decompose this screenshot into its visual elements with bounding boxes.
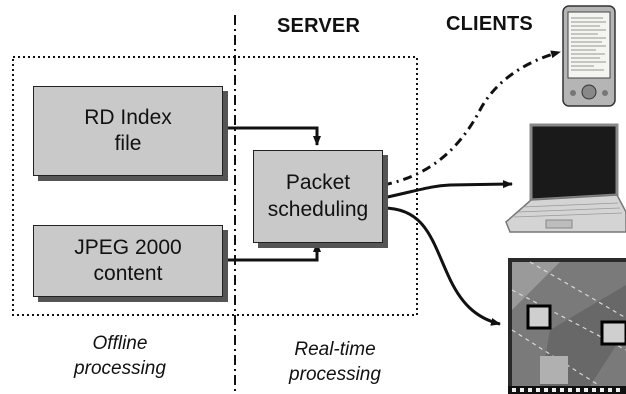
rd-index-file-box: RD Index file xyxy=(33,86,223,176)
realtime-processing-caption: Real-time processing xyxy=(289,339,381,385)
jpeg2000-content-box: JPEG 2000 content xyxy=(33,225,223,297)
arrow-to-surveillance xyxy=(382,206,501,326)
laptop-icon xyxy=(505,123,626,233)
arrow-rd-to-scheduling xyxy=(222,126,321,146)
pda-icon xyxy=(562,5,616,107)
server-header: SERVER xyxy=(277,15,361,37)
processing-region-border xyxy=(12,56,418,316)
arrow-jpeg-to-scheduling xyxy=(222,242,321,262)
surveillance-screen-icon xyxy=(508,258,626,394)
arrow-to-laptop xyxy=(382,180,513,200)
clients-header: CLIENTS xyxy=(446,13,533,35)
arrow-to-pda xyxy=(382,50,561,187)
offline-processing-caption: Offline processing xyxy=(74,333,166,379)
packet-scheduling-box: Packet scheduling xyxy=(253,150,383,243)
